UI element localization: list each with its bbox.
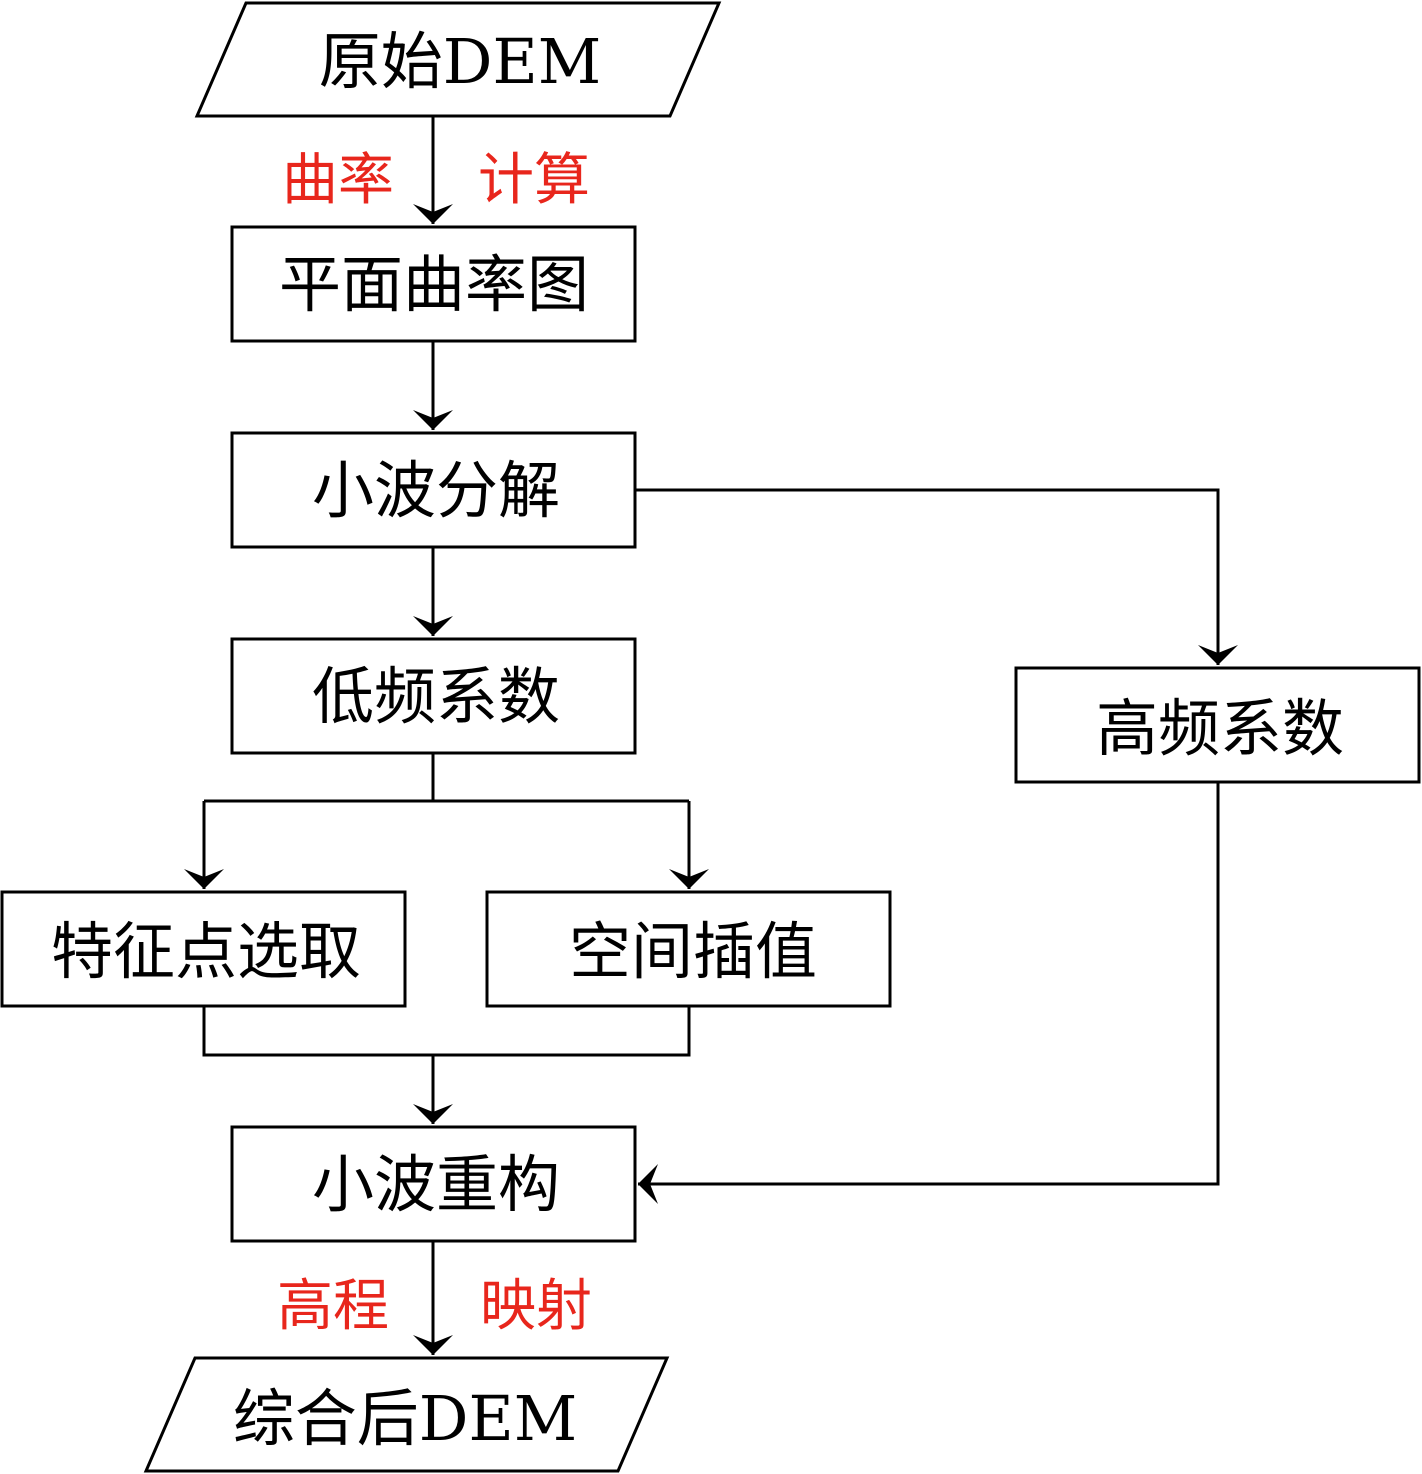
edge-label-elevation-right: 映射	[480, 1274, 592, 1339]
node-low-freq-coeff: 低频系数	[230, 637, 637, 755]
edge-merge	[202, 1006, 691, 1057]
edge-lowfreq-split	[204, 753, 689, 803]
node-wavelet-reconstruction: 小波重构	[230, 1125, 637, 1243]
edge-highfreq-to-reconstruction	[638, 783, 1220, 1204]
node-wavelet-reconstruction-label: 小波重构	[312, 1148, 560, 1221]
node-spatial-interpolation: 空间插值	[485, 890, 892, 1008]
node-generalized-dem: 综合后DEM	[143, 1356, 670, 1473]
node-plane-curvature: 平面曲率图	[230, 225, 637, 343]
edge-label-elevation-left: 高程	[277, 1274, 389, 1339]
node-high-freq-coeff: 高频系数	[1014, 666, 1421, 784]
node-generalized-dem-label: 综合后DEM	[233, 1382, 577, 1455]
edge-label-curvature-left: 曲率	[282, 148, 394, 213]
node-low-freq-coeff-label: 低频系数	[312, 660, 560, 733]
node-feature-point-selection: 特征点选取	[0, 890, 407, 1008]
node-plane-curvature-label: 平面曲率图	[279, 248, 589, 321]
node-original-dem: 原始DEM	[194, 1, 722, 118]
node-original-dem-label: 原始DEM	[319, 25, 601, 98]
node-high-freq-coeff-label: 高频系数	[1096, 692, 1344, 765]
node-wavelet-decomposition: 小波分解	[230, 431, 637, 549]
node-wavelet-decomposition-label: 小波分解	[312, 454, 560, 527]
node-spatial-interpolation-label: 空间插值	[569, 915, 817, 988]
edge-decomposition-to-highfreq	[636, 488, 1238, 665]
node-feature-point-selection-label: 特征点选取	[51, 915, 361, 988]
edge-label-curvature-right: 计算	[478, 148, 590, 213]
